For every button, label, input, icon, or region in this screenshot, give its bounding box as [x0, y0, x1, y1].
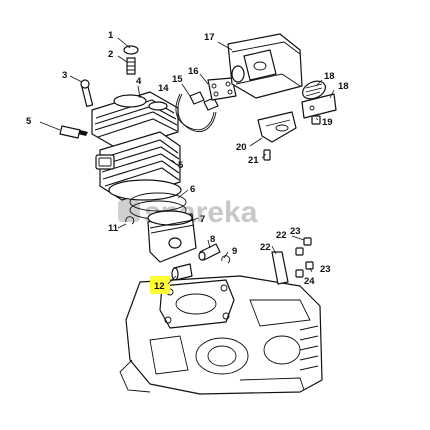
callout-labels: 1 2 3 4 5 5 6 7 8 9 11 12 14 15 16 17 18… — [26, 30, 349, 292]
callout-23-bottom: 23 — [320, 264, 331, 275]
callout-1: 5 — [178, 160, 184, 171]
needle-cage — [171, 263, 193, 281]
flange-gasket — [207, 77, 237, 101]
callout-16: 17 — [204, 32, 215, 43]
callout-5-right: 9 — [232, 246, 237, 257]
callout-2: 7 — [200, 214, 205, 225]
cylinder-screw — [80, 79, 94, 107]
callout-20: 14 — [158, 83, 169, 94]
callout-12: 16 — [188, 66, 199, 77]
callout-24: 5 — [26, 116, 32, 127]
screw-18-left — [263, 149, 271, 161]
muffler — [227, 33, 303, 99]
crankcase — [119, 275, 323, 395]
highlight-box-11 — [150, 276, 170, 294]
muffler-cover-plate — [301, 93, 337, 119]
callout-8: 1 — [108, 30, 114, 41]
callout-4: 8 — [210, 234, 215, 245]
bolt-23-top — [303, 237, 312, 246]
leader-lines — [39, 37, 335, 285]
callout-18-right: 19 — [322, 117, 333, 128]
callout-22-top: 22 — [276, 230, 287, 241]
bolt-22-bottom — [295, 269, 304, 278]
decompression-valve — [123, 45, 139, 75]
watermark-logo-mark — [118, 200, 140, 222]
callout-17: 20 — [236, 142, 247, 153]
callout-11: 12 — [154, 281, 165, 292]
piston — [147, 210, 197, 263]
callout-3: 6 — [190, 184, 195, 195]
piston-pin — [198, 243, 221, 261]
callout-6: 4 — [136, 76, 142, 87]
spark-arrestor-screen — [302, 80, 326, 100]
callout-14: 18 — [338, 81, 349, 92]
callout-22-bottom: 24 — [304, 276, 315, 287]
callout-18-left: 21 — [248, 155, 259, 166]
spark-plug — [59, 125, 88, 139]
callout-15: 18 — [324, 71, 335, 82]
circlip-left — [125, 216, 135, 225]
callout-9: 3 — [62, 70, 67, 81]
impulse-hose — [175, 93, 215, 131]
cylinder — [91, 91, 182, 201]
callout-5-left: 11 — [108, 223, 119, 234]
callout-19: 15 — [172, 74, 183, 85]
exhaust-deflector — [257, 111, 297, 143]
spring-clip — [189, 91, 219, 111]
bolt-23-bottom — [305, 261, 314, 270]
callout-21: 22 — [260, 242, 271, 253]
screw-18-right — [311, 115, 321, 125]
circlip-right — [221, 255, 231, 264]
callout-7: 2 — [108, 49, 113, 60]
bracket-plate — [271, 251, 289, 285]
bolt-22-top — [295, 247, 304, 256]
callout-23-top: 23 — [290, 226, 301, 237]
